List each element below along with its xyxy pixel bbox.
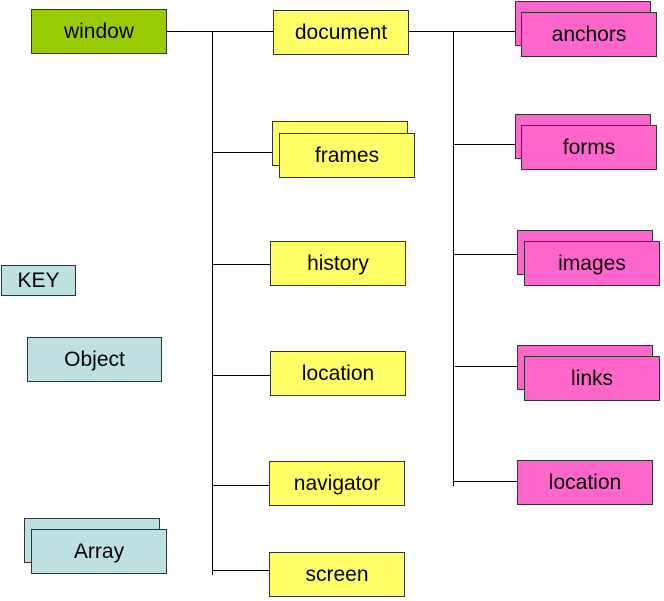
window-children-trunk	[212, 31, 213, 575]
key-array: Array	[31, 529, 167, 574]
node-window: window	[31, 9, 167, 54]
node-forms: forms	[521, 125, 657, 170]
document-children-trunk	[453, 31, 454, 486]
connector-document-trunk	[409, 31, 515, 32]
key-title: KEY	[1, 265, 76, 296]
connector-forms	[453, 144, 515, 145]
node-frames: frames	[279, 133, 415, 178]
connector-navigator	[212, 485, 269, 486]
node-history: history	[270, 241, 406, 286]
node-images: images	[524, 241, 660, 286]
connector-window-trunk	[167, 31, 273, 32]
node-navigator: navigator	[269, 461, 405, 506]
node-document-location: location	[517, 460, 653, 505]
connector-history	[212, 264, 270, 265]
node-anchors: anchors	[521, 12, 657, 57]
connector-frames	[212, 152, 272, 153]
connector-document-location	[453, 481, 517, 482]
node-links: links	[524, 356, 660, 401]
connector-images	[453, 254, 517, 255]
connector-location	[212, 375, 270, 376]
connector-screen	[212, 570, 269, 571]
node-location: location	[270, 351, 406, 396]
key-object: Object	[27, 337, 162, 382]
connector-links	[455, 366, 517, 367]
node-screen: screen	[269, 552, 405, 597]
node-document: document	[273, 10, 409, 55]
